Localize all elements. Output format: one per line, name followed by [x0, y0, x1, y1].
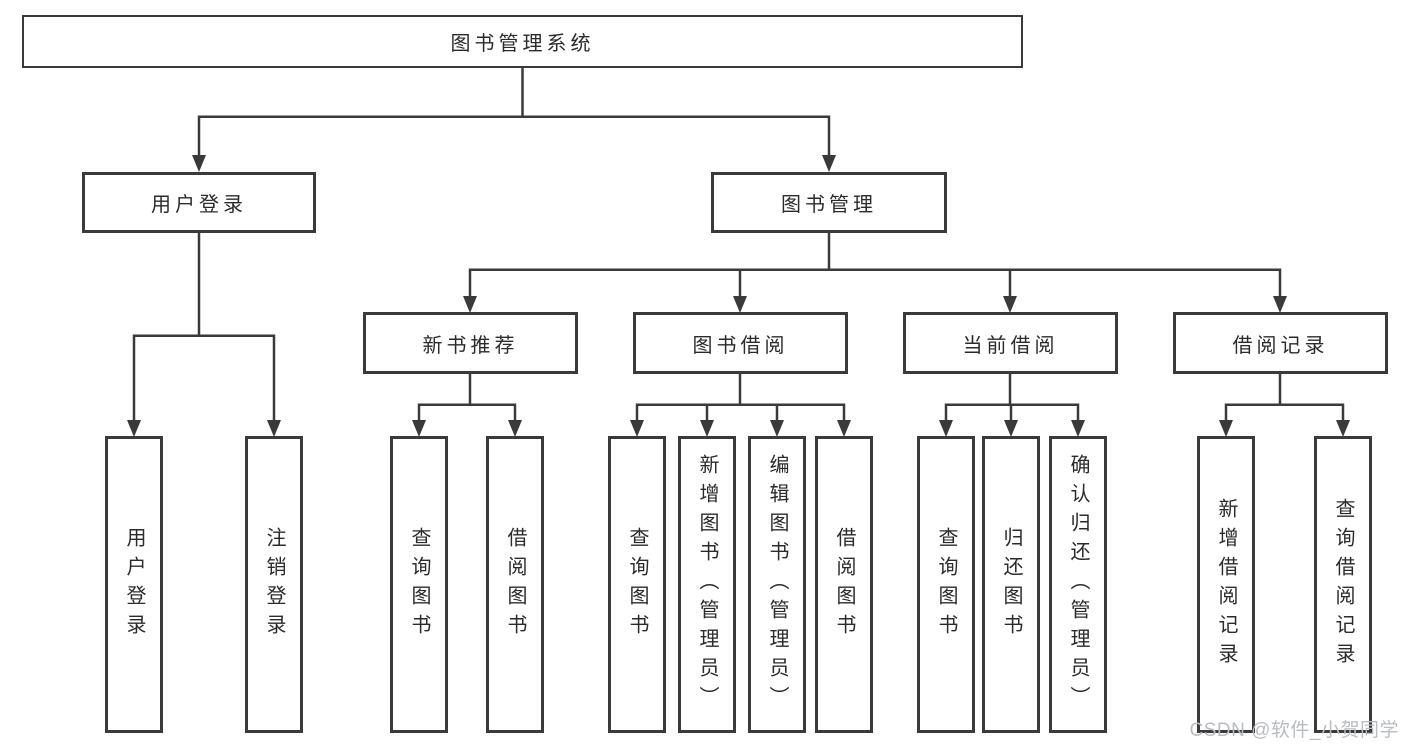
leaf-label: 确认归还（管理员）	[1067, 454, 1089, 715]
leaf-label: 借阅图书	[833, 526, 855, 643]
leaf-add-book-admin: 新增图书（管理员）	[678, 436, 736, 733]
leaf-logout: 注销登录	[245, 436, 303, 733]
leaf-add-borrow-record: 新增借阅记录	[1197, 436, 1255, 733]
node-book-management: 图书管理	[711, 172, 947, 233]
leaf-label: 查询图书	[626, 526, 648, 643]
node-user-login: 用户登录	[82, 172, 316, 233]
leaf-label: 借阅图书	[504, 526, 526, 643]
csdn-watermark: CSDN @软件_小贺同学	[1189, 720, 1399, 741]
leaf-label: 归还图书	[1000, 526, 1022, 643]
leaf-edit-book-admin: 编辑图书（管理员）	[748, 436, 806, 733]
leaf-return-book: 归还图书	[982, 436, 1040, 733]
node-library-system: 图书管理系统	[22, 15, 1023, 68]
node-borrow-records: 借阅记录	[1173, 312, 1388, 374]
leaf-label: 查询图书	[408, 526, 430, 643]
node-new-book-recommend: 新书推荐	[363, 312, 578, 374]
leaf-label: 查询图书	[935, 526, 957, 643]
leaf-confirm-return-admin: 确认归还（管理员）	[1049, 436, 1107, 733]
leaf-label: 新增图书（管理员）	[696, 454, 718, 715]
leaf-query-books-borrowing: 查询图书	[608, 436, 666, 733]
node-book-borrowing: 图书借阅	[633, 312, 848, 374]
leaf-label: 查询借阅记录	[1332, 497, 1354, 672]
leaf-label: 新增借阅记录	[1215, 497, 1237, 672]
leaf-borrow-books-recommend: 借阅图书	[486, 436, 544, 733]
leaf-query-books-current: 查询图书	[917, 436, 975, 733]
leaf-label: 注销登录	[263, 526, 285, 643]
leaf-borrow-books: 借阅图书	[815, 436, 873, 733]
node-current-borrowing: 当前借阅	[903, 312, 1118, 374]
leaf-user-login: 用户登录	[105, 436, 163, 733]
leaf-label: 编辑图书（管理员）	[766, 454, 788, 715]
leaf-query-borrow-record: 查询借阅记录	[1314, 436, 1372, 733]
leaf-label: 用户登录	[123, 526, 145, 643]
leaf-query-books-recommend: 查询图书	[390, 436, 448, 733]
